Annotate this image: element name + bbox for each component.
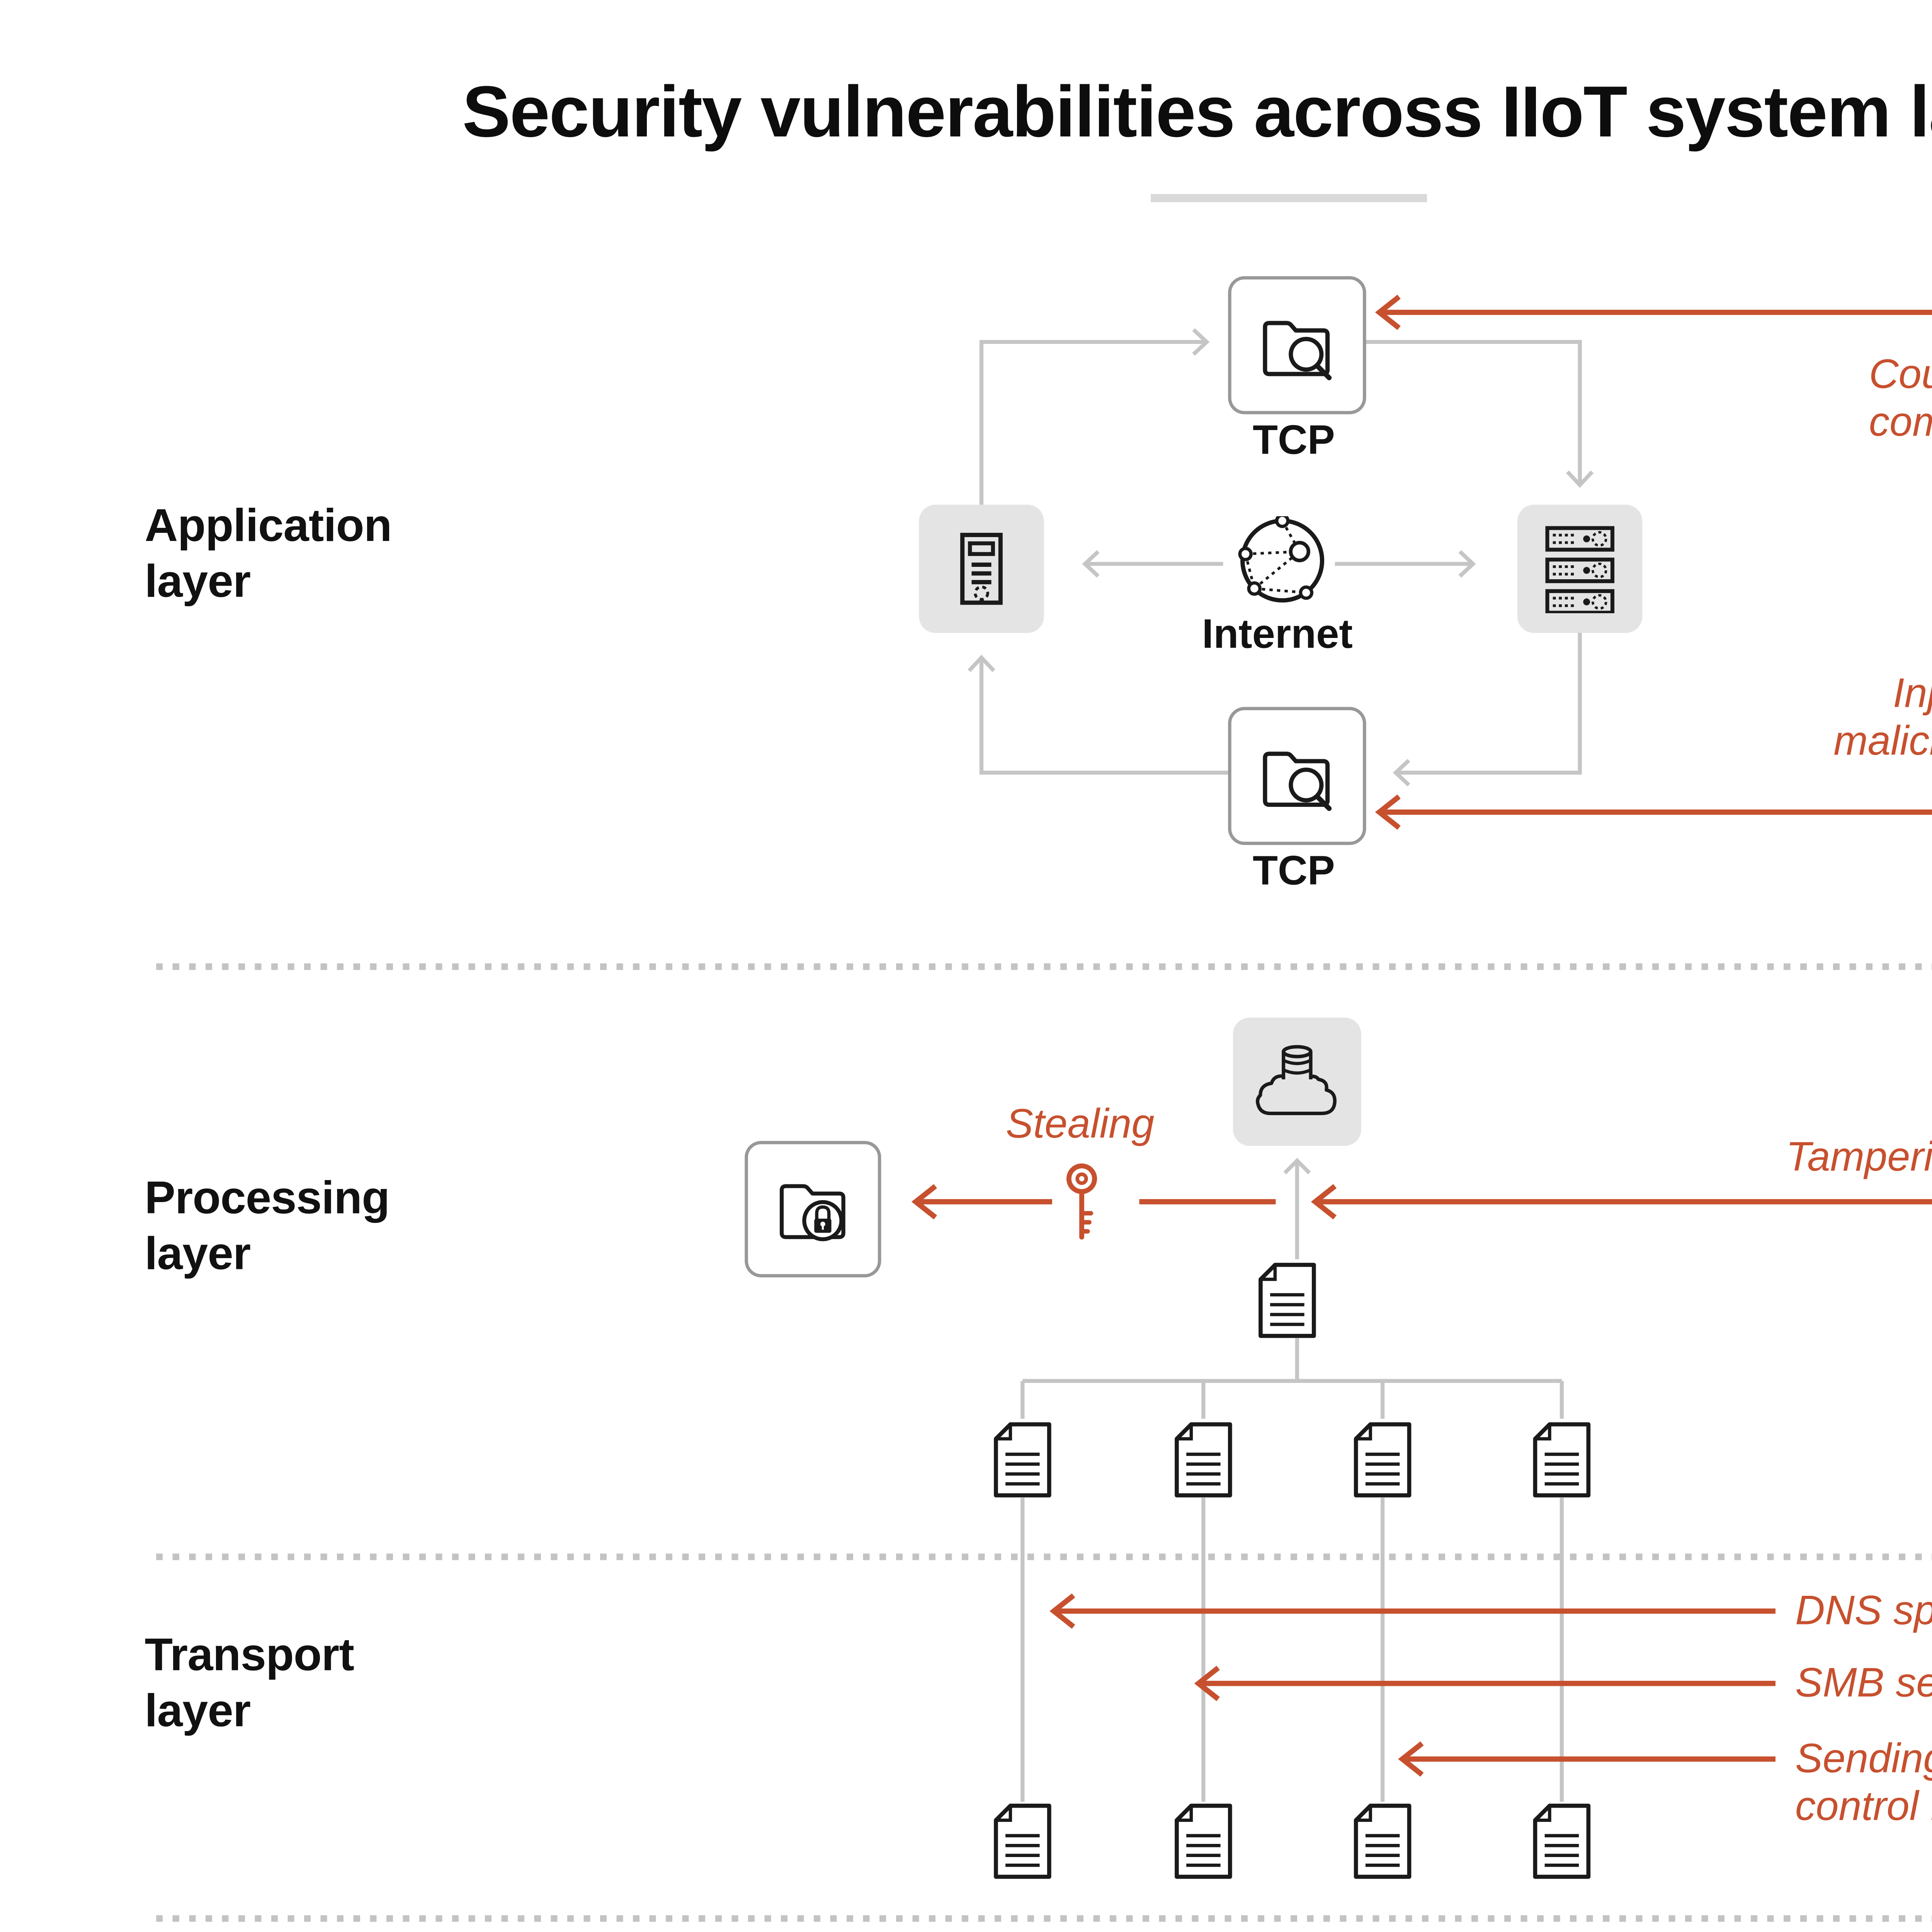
threat-injecting-malicious-code: Injecting malicious code [1833, 670, 1932, 765]
threat-counterfeit-commands: Counterfeit commands [1869, 352, 1932, 446]
secure-storage-node [745, 1141, 881, 1277]
threat-malicious-control-frames: Sending malicious control frame packets [1795, 1736, 1932, 1830]
document-icon [993, 1803, 1052, 1879]
layer-separator [156, 1553, 1932, 1560]
data-document [1353, 1422, 1412, 1506]
folder-lock-icon [774, 1171, 852, 1247]
page-title: Security vulnerabilities across IIoT sys… [462, 72, 1932, 153]
layer-label-processing: Processing layer [145, 1172, 390, 1279]
layer-label-application: Application layer [145, 500, 392, 607]
cloud-database-icon [1254, 1039, 1340, 1124]
data-document [993, 1422, 1052, 1506]
internet-label: Internet [1202, 611, 1353, 658]
data-document [1532, 1422, 1591, 1506]
tcp-bottom-label: TCP [1253, 848, 1335, 895]
title-underline [1151, 194, 1427, 202]
document-icon [1353, 1422, 1412, 1498]
threat-stealing: Stealing [1006, 1101, 1155, 1148]
threat-dns-spoofing: DNS spoofing [1795, 1588, 1932, 1634]
layer-separator [156, 1915, 1932, 1922]
layer-separator [156, 963, 1932, 970]
tcp-top-label: TCP [1253, 417, 1335, 464]
key-icon [1060, 1162, 1103, 1245]
folder-search-icon [1258, 309, 1337, 381]
document-icon [1174, 1803, 1233, 1879]
threat-smb-session-hijacking: SMB session hijacking [1795, 1660, 1932, 1707]
desktop-tower-icon [960, 532, 1003, 605]
layer-label-transport: Transport layer [145, 1629, 354, 1736]
application-rack-node [1517, 505, 1643, 633]
document-icon [1532, 1422, 1591, 1498]
data-document [1353, 1803, 1412, 1887]
data-document [1174, 1422, 1233, 1506]
tcp-bottom-node [1228, 707, 1366, 845]
cloud-database-node [1233, 1017, 1361, 1146]
document-icon [1353, 1803, 1412, 1879]
document-icon [1532, 1803, 1591, 1879]
server-rack-icon [1545, 525, 1614, 612]
threat-tampering: Tampering [1786, 1134, 1932, 1180]
data-document [993, 1803, 1052, 1887]
document-icon [1258, 1263, 1317, 1338]
application-server-node [919, 505, 1044, 633]
data-document [1174, 1803, 1233, 1887]
internet-globe-icon [1238, 516, 1327, 605]
document-icon [1174, 1422, 1233, 1498]
internet-node [1238, 516, 1327, 613]
data-document [1532, 1803, 1591, 1887]
stolen-key [1060, 1162, 1103, 1253]
data-document [1258, 1263, 1317, 1347]
tcp-top-node [1228, 276, 1366, 415]
folder-search-icon [1258, 740, 1337, 812]
document-icon [993, 1422, 1052, 1498]
